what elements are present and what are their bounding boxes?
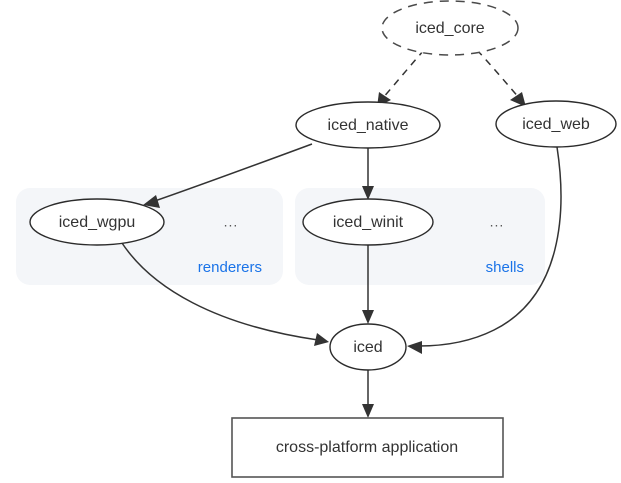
- node-iced[interactable]: iced: [329, 323, 407, 371]
- edge-iced-native-to-iced-wgpu: [143, 143, 313, 208]
- application-box[interactable]: [231, 417, 504, 478]
- iced-winit-ellipse[interactable]: [302, 198, 434, 246]
- iced-label: iced: [353, 339, 382, 356]
- arrowhead-iced-from-wgpu: [314, 333, 329, 346]
- arrowhead-iced-from-web: [407, 341, 422, 354]
- arrowhead-iced-wgpu: [143, 195, 160, 208]
- node-iced-wgpu[interactable]: iced_wgpu: [29, 198, 165, 246]
- iced-web-label: iced_web: [522, 116, 590, 133]
- application-label: cross-platform application: [276, 439, 458, 456]
- node-cross-platform-application[interactable]: cross-platform application: [231, 417, 504, 478]
- edge-iced-winit-to-iced: [362, 245, 374, 324]
- cluster-renderers-ellipsis: ...: [224, 214, 239, 230]
- arrowhead-application: [362, 404, 374, 418]
- node-iced-web[interactable]: iced_web: [495, 100, 617, 148]
- node-iced-core[interactable]: iced_core: [381, 0, 519, 56]
- edge-iced-to-application: [362, 370, 374, 418]
- iced-native-ellipse[interactable]: [295, 101, 441, 149]
- iced-ellipse[interactable]: [329, 323, 407, 371]
- node-iced-winit[interactable]: iced_winit: [302, 198, 434, 246]
- cluster-shells-label: shells: [486, 259, 524, 276]
- edge-iced-native-to-iced-winit: [362, 148, 374, 200]
- arrowhead-iced-winit: [362, 186, 374, 200]
- iced-native-label: iced_native: [328, 117, 409, 134]
- arrowhead-iced-from-winit: [362, 310, 374, 324]
- node-iced-native[interactable]: iced_native: [295, 101, 441, 149]
- iced-wgpu-ellipse[interactable]: [29, 198, 165, 246]
- edge-iced-core-to-iced-native: [377, 49, 425, 107]
- arrowhead-iced-web: [510, 92, 526, 107]
- edge-iced-web-to-iced: [407, 146, 562, 354]
- iced-web-ellipse[interactable]: [495, 100, 617, 148]
- iced-winit-label: iced_winit: [333, 214, 404, 231]
- cluster-shells-ellipsis: ...: [490, 214, 505, 230]
- iced-core-ellipse[interactable]: [381, 0, 519, 56]
- edge-iced-wgpu-to-iced: [121, 242, 329, 346]
- iced-wgpu-label: iced_wgpu: [59, 214, 136, 231]
- iced-core-label: iced_core: [415, 20, 484, 37]
- cluster-renderers-label: renderers: [198, 259, 262, 276]
- edge-iced-core-to-iced-web: [476, 49, 526, 107]
